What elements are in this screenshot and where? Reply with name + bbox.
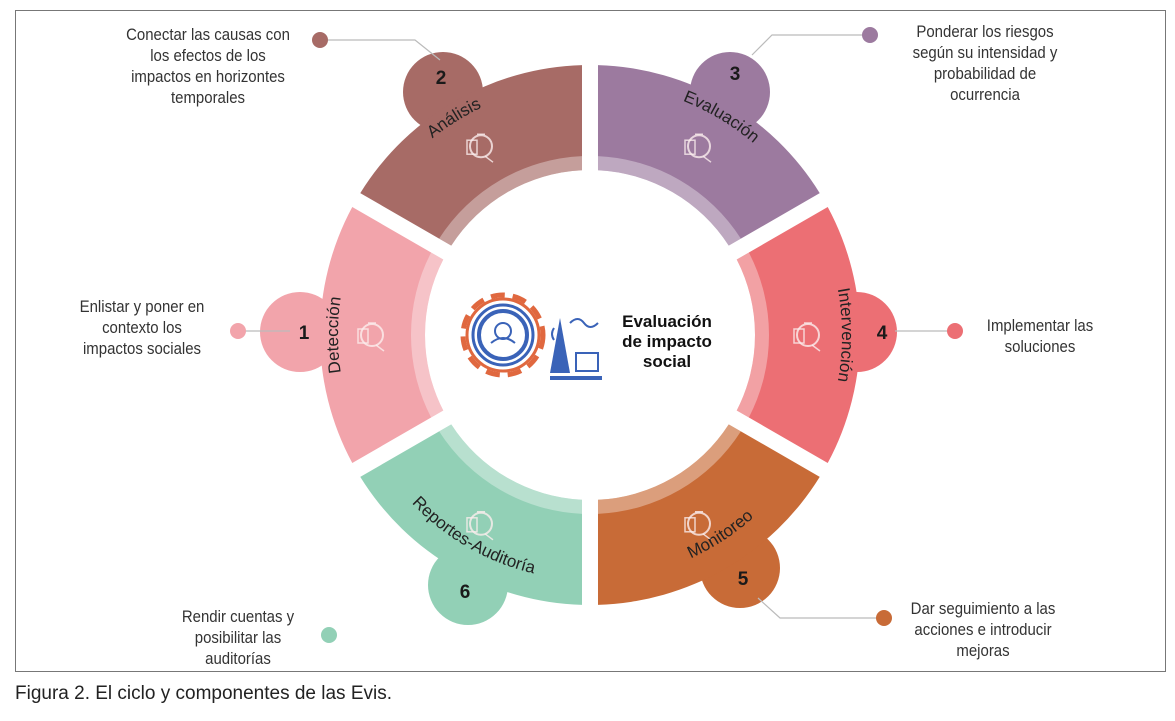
- gear-icon: [460, 292, 546, 378]
- callout-dot: [876, 610, 892, 626]
- segment-number: 4: [877, 323, 888, 344]
- callout-line: [751, 34, 863, 56]
- description-3: Ponderar los riesgos según su intensidad…: [912, 22, 1058, 104]
- segment-inner-band: [597, 156, 741, 246]
- tower-icon: [550, 318, 602, 380]
- segment-arc: [360, 65, 583, 246]
- chat-bubbles-icon: [466, 511, 494, 541]
- segment-inner-band: [597, 424, 741, 514]
- description-2: Conectar las causas con los efectos de l…: [126, 25, 290, 107]
- gear-tower-logo: [460, 292, 602, 380]
- description-5: Dar seguimiento a las acciones e introdu…: [910, 599, 1056, 660]
- lightbulb-icon: [357, 322, 385, 352]
- segment-arc: [360, 424, 583, 605]
- segment-number: 3: [730, 64, 741, 85]
- callout-dot: [947, 323, 963, 339]
- description-1: Enlistar y poner en contexto los impacto…: [79, 297, 205, 358]
- segment-label: Intervención: [834, 286, 857, 383]
- description-4: Implementar las soluciones: [986, 316, 1094, 356]
- hand-gear-icon: [793, 322, 821, 352]
- segment-inner-band: [411, 252, 444, 418]
- callout-dot: [862, 27, 878, 43]
- callout-dot: [312, 32, 328, 48]
- person-desk-icon: [466, 133, 494, 163]
- segment-arc: [597, 424, 820, 605]
- description-6: Rendir cuentas y posibilitar las auditor…: [181, 607, 295, 668]
- segment-4: Intervención 4: [736, 206, 963, 464]
- segment-number: 5: [738, 569, 749, 590]
- segment-arc: [736, 206, 861, 464]
- segment-number: 1: [299, 323, 310, 344]
- segment-arc: [320, 206, 444, 464]
- center-title: Evaluación de impacto social: [622, 312, 712, 371]
- monitor-people-icon: [684, 511, 712, 541]
- documents-check-icon: [684, 133, 712, 163]
- segment-1: Detección 1: [230, 206, 444, 464]
- segment-arc: [597, 65, 820, 246]
- segment-inner-band: [439, 424, 583, 514]
- segment-inner-band: [736, 252, 769, 418]
- callout-line: [327, 39, 441, 61]
- segment-inner-band: [439, 156, 583, 246]
- figure-frame: [15, 10, 1166, 672]
- callout-dot: [321, 627, 337, 643]
- segment-number: 6: [460, 582, 471, 603]
- callout-dot: [230, 323, 246, 339]
- figure-caption: Figura 2. El ciclo y componentes de las …: [15, 683, 393, 704]
- segment-bump: [260, 292, 340, 372]
- segment-label: Detección: [323, 295, 345, 374]
- callout-line: [757, 597, 877, 619]
- segment-number: 2: [436, 68, 447, 89]
